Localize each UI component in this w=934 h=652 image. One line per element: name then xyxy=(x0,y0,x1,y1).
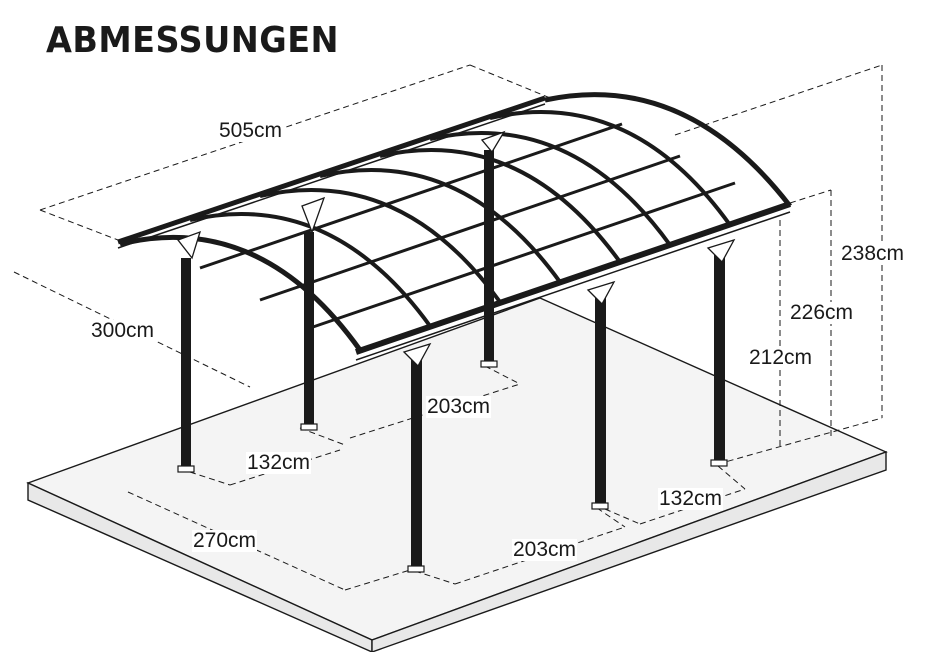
page-title: ABMESSUNGEN xyxy=(46,20,340,61)
dimension-label-post-spacing-back: 203cm xyxy=(426,395,492,418)
dimension-label-height-clearance: 212cm xyxy=(748,346,814,369)
dimension-label-length: 505cm xyxy=(218,119,284,142)
dimension-label-post-width-span: 270cm xyxy=(192,529,258,552)
ground-slab xyxy=(26,297,888,652)
dimension-label-height-mid: 226cm xyxy=(789,301,855,324)
dimension-label-overhang-right: 132cm xyxy=(658,487,724,510)
roof-brackets xyxy=(176,130,736,368)
dimension-label-post-spacing-front: 203cm xyxy=(512,538,578,561)
dimension-label-height-max: 238cm xyxy=(840,242,906,265)
dimension-label-width: 300cm xyxy=(90,319,156,342)
roof-frame xyxy=(117,92,792,361)
posts xyxy=(181,150,725,570)
dimension-label-overhang-left: 132cm xyxy=(246,451,312,474)
post-feet xyxy=(177,360,728,573)
